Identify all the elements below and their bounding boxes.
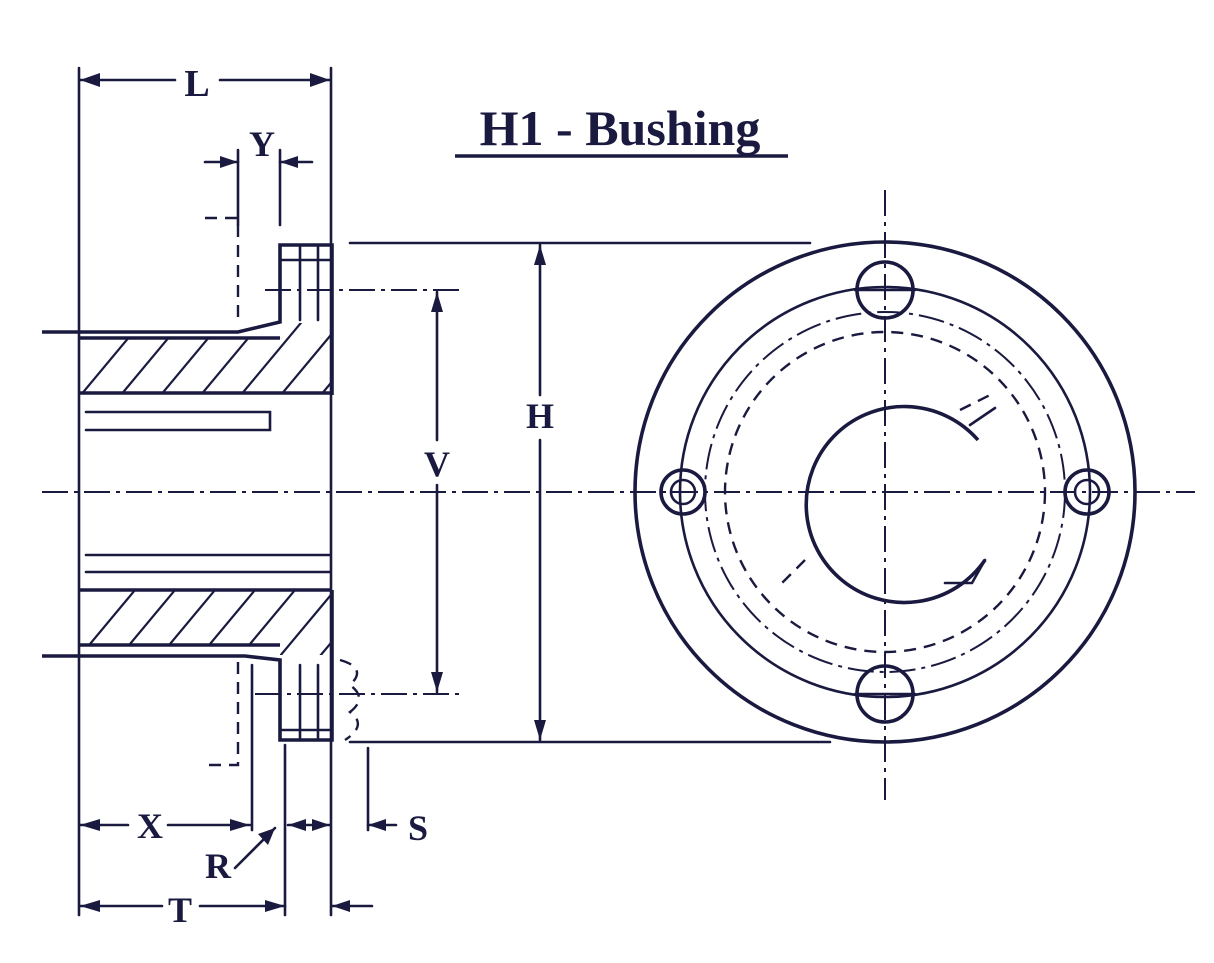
label-Y: Y: [249, 124, 275, 164]
dimension-X: X: [78, 806, 252, 846]
label-V: V: [424, 444, 450, 484]
diagram-title: H1 - Bushing: [480, 100, 761, 156]
bolt-hole-right: [1063, 468, 1111, 516]
dimension-H: H: [348, 241, 832, 744]
dimension-Y: Y: [203, 124, 314, 168]
label-T: T: [168, 890, 192, 930]
label-X: X: [137, 806, 163, 846]
dimension-T: T: [78, 890, 374, 930]
label-R: R: [205, 846, 232, 886]
label-H: H: [526, 396, 554, 436]
dimension-L: L: [78, 63, 332, 105]
label-S: S: [408, 808, 428, 848]
dimension-S: S: [366, 808, 428, 848]
bolt-hole-top: [853, 260, 917, 320]
dimension-V: V: [424, 290, 450, 694]
label-L: L: [184, 63, 209, 105]
bolt-hole-left: [659, 468, 707, 516]
front-view: [633, 190, 1137, 800]
side-view: [42, 66, 1195, 917]
bolt-hole-bottom: [853, 664, 917, 724]
dimension-R: R: [205, 819, 332, 886]
